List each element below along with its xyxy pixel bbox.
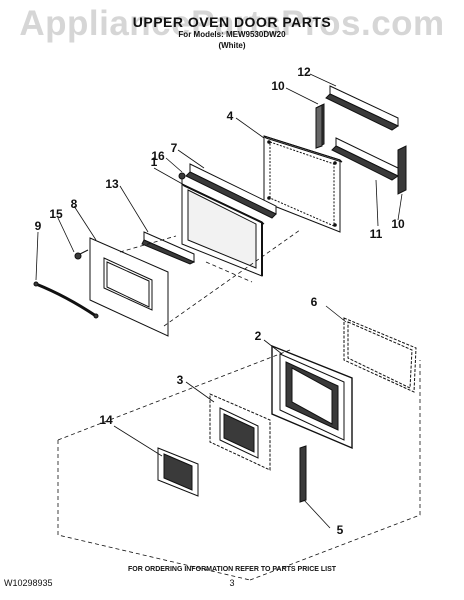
part-7-bar [185, 163, 277, 219]
callout-7: 7 [170, 141, 178, 155]
callout-8: 8 [70, 197, 78, 211]
color-line: (White) [218, 41, 246, 50]
part-3-inner-glass [209, 393, 271, 471]
part-1-glass-frame [181, 183, 265, 277]
part-11-strip [331, 137, 400, 181]
callout-16: 16 [151, 149, 165, 163]
part-6-gasket [343, 317, 417, 393]
part-9-handle [33, 281, 99, 319]
callout-6: 6 [310, 295, 318, 309]
part-5-rail [299, 445, 307, 503]
callout-1: 1 [150, 155, 158, 169]
callout-11: 11 [369, 227, 383, 241]
callout-9: 9 [34, 219, 42, 233]
document-number: W10298935 [4, 578, 53, 588]
callout-4: 4 [226, 109, 234, 123]
part-8-outer-door [89, 237, 169, 337]
callout-14: 14 [99, 413, 113, 427]
callout-3: 3 [176, 373, 184, 387]
model-line: For Models: MEW9530DW20 [178, 30, 286, 39]
part-10-upper-block [315, 103, 325, 149]
part-13-strip [141, 231, 196, 265]
assembly-outline [57, 229, 421, 581]
ordering-note: FOR ORDERING INFORMATION REFER TO PARTS … [127, 566, 337, 573]
diagram-title: UPPER OVEN DOOR PARTS [132, 14, 332, 30]
callout-5: 5 [336, 523, 344, 537]
callout-10-upper: 10 [271, 79, 285, 93]
leader-lines [35, 73, 403, 529]
callout-13: 13 [105, 177, 119, 191]
part-4-inner-panel [263, 135, 343, 233]
page-number: 3 [229, 578, 235, 588]
callout-12: 12 [297, 65, 311, 79]
part-14-panel [157, 447, 199, 497]
callout-2: 2 [254, 329, 262, 343]
callout-10-lower: 10 [391, 217, 405, 231]
watermark-text: AppliancePartsPros.com [19, 4, 445, 43]
part-10-lower-block [397, 145, 407, 195]
part-2-inner-liner [271, 344, 353, 450]
callout-15: 15 [49, 207, 63, 221]
part-12-strip [325, 85, 400, 131]
part-15-screw [74, 249, 89, 260]
